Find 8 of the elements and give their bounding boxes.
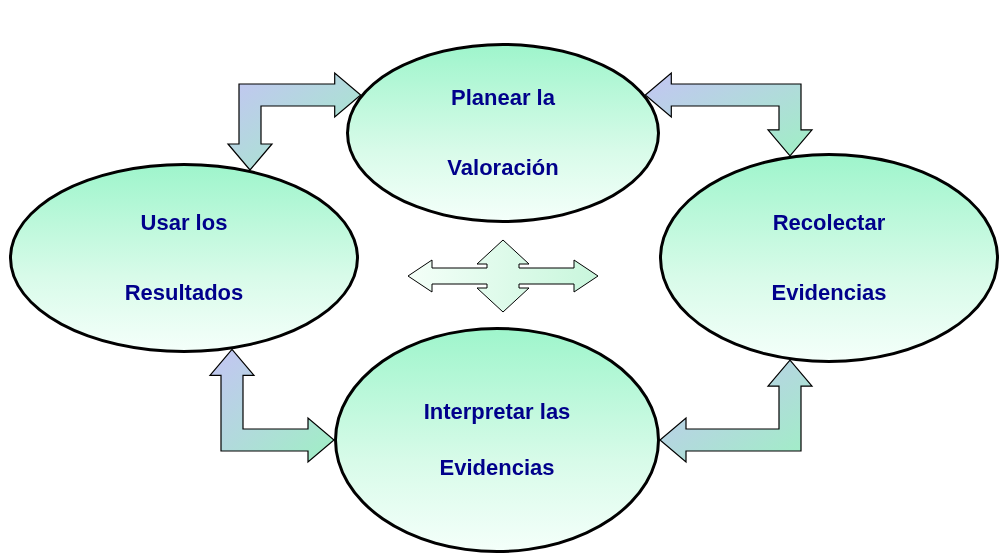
node-label: Planear la Valoración — [446, 84, 560, 182]
double-arrow — [226, 71, 362, 171]
double-arrow — [208, 348, 335, 464]
double-arrow — [659, 359, 814, 464]
node-label: Usar los Resultados — [123, 209, 245, 307]
node-label: Recolectar Evidencias — [770, 209, 888, 307]
double-arrow — [644, 71, 814, 157]
node-label: Interpretar las Evidencias — [422, 398, 572, 482]
